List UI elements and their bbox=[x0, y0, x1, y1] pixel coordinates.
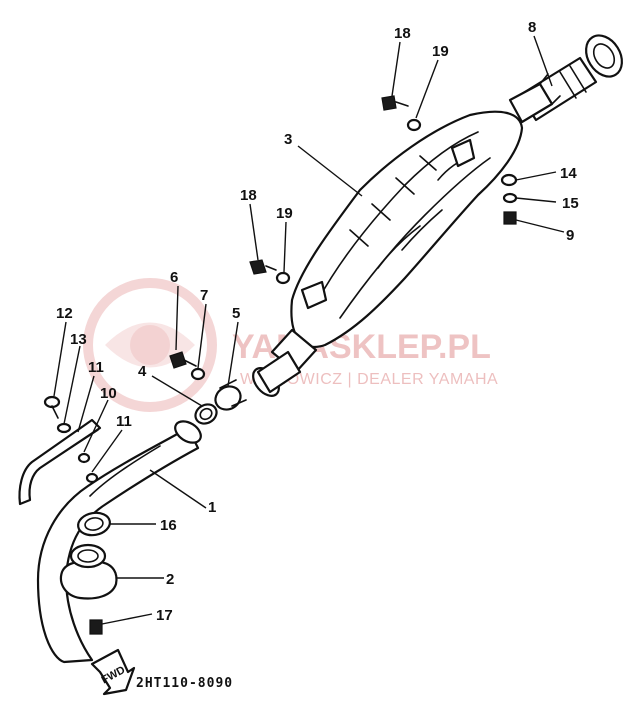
callout-19-middle: 19 bbox=[276, 205, 293, 222]
callout-1: 1 bbox=[208, 499, 216, 516]
part-18-bolt-top bbox=[381, 95, 409, 111]
part-2-flange bbox=[59, 543, 118, 600]
leader-lines bbox=[53, 35, 565, 625]
callout-17: 17 bbox=[156, 607, 173, 624]
part-18-bolt-middle bbox=[249, 259, 277, 275]
part-8-tail-pipe bbox=[508, 34, 623, 124]
callout-6: 6 bbox=[170, 269, 178, 286]
callout-5: 5 bbox=[232, 305, 240, 322]
callouts: 18 19 8 3 14 15 9 18 19 6 7 5 4 12 13 11… bbox=[56, 19, 579, 624]
diagram-code: 2HT110-8090 bbox=[136, 676, 233, 691]
part-19-washer-top bbox=[406, 118, 422, 132]
fwd-arrow-icon: FWD bbox=[90, 648, 136, 696]
part-17-stud bbox=[89, 619, 103, 635]
callout-18-top: 18 bbox=[394, 25, 411, 42]
callout-7: 7 bbox=[200, 287, 208, 304]
callout-18-middle: 18 bbox=[240, 187, 257, 204]
part-13-washer bbox=[56, 422, 72, 434]
callout-9: 9 bbox=[566, 227, 574, 244]
part-14-nut bbox=[500, 173, 518, 187]
part-3-muffler bbox=[252, 110, 524, 397]
part-7-washer bbox=[190, 367, 206, 381]
callout-3: 3 bbox=[284, 131, 292, 148]
callout-4: 4 bbox=[138, 363, 147, 380]
part-12-screw bbox=[43, 395, 61, 419]
watermark-logo-icon bbox=[83, 278, 217, 412]
part-1-exhaust-pipe bbox=[36, 420, 202, 664]
callout-13: 13 bbox=[70, 331, 87, 348]
part-9-bolt bbox=[503, 211, 517, 225]
part-16-gasket bbox=[77, 511, 111, 537]
callout-11-upper: 11 bbox=[88, 359, 104, 376]
callout-10: 10 bbox=[100, 385, 117, 402]
callout-14: 14 bbox=[560, 165, 577, 182]
callout-11-lower: 11 bbox=[116, 413, 132, 430]
watermark-subtitle: WAJNOWICZ | DEALER YAMAHA bbox=[240, 371, 498, 388]
part-11-collar-a bbox=[77, 452, 91, 464]
watermark-brand: YAMASKLEP.PL bbox=[232, 328, 491, 366]
part-11-collar-b bbox=[85, 472, 99, 484]
part-10-protector bbox=[18, 418, 102, 506]
part-15-washer bbox=[502, 192, 518, 204]
callout-2: 2 bbox=[166, 571, 174, 588]
callout-8: 8 bbox=[528, 19, 536, 36]
callout-19-top: 19 bbox=[432, 43, 449, 60]
part-19-washer-middle bbox=[275, 271, 291, 285]
callout-16: 16 bbox=[160, 517, 177, 534]
callout-12: 12 bbox=[56, 305, 73, 322]
callout-15: 15 bbox=[562, 195, 579, 212]
part-6-bolt bbox=[169, 351, 197, 369]
